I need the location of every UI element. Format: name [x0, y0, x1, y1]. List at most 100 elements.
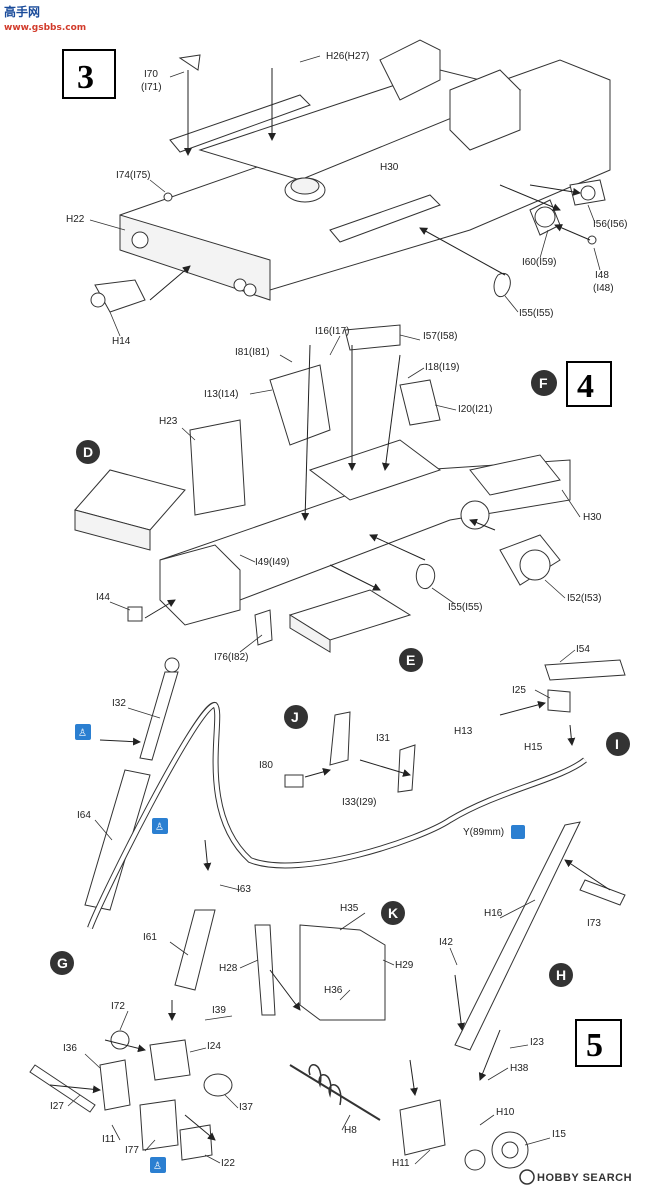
label-I13: I13(I14)	[204, 389, 238, 400]
callout-F	[531, 370, 557, 396]
label-I77: I77	[125, 1145, 139, 1156]
label-I15: I15	[552, 1129, 566, 1140]
label-H8: H8	[344, 1125, 357, 1136]
label-H28: H28	[219, 963, 238, 974]
label-I22: I22	[221, 1158, 235, 1169]
svg-text:♙: ♙	[78, 728, 87, 739]
step-3-labels: I70 (I71) H26(H27) I74(I75) H30 H22 I56(…	[66, 51, 627, 347]
label-H36: H36	[324, 985, 343, 996]
label-H30b: H30	[583, 512, 602, 523]
label-I52: I52(I53)	[567, 593, 601, 604]
step-5: 5 J I K G H ♙ ♙ ♙	[29, 644, 630, 1173]
frame-rear-drawing	[74, 324, 571, 653]
label-I63: I63	[237, 884, 251, 895]
label-I11: I11	[102, 1134, 116, 1145]
svg-text:高手网: 高手网	[4, 4, 40, 19]
chassis-frame-drawing	[90, 39, 611, 313]
label-I49: I49(I49)	[255, 557, 289, 568]
label-I60: I60(I59)	[522, 257, 556, 268]
cement-icon: ♙	[152, 818, 168, 834]
label-H35: H35	[340, 903, 359, 914]
label-H13: H13	[454, 726, 473, 737]
label-I39: I39	[212, 1005, 226, 1016]
label-I72: I72	[111, 1001, 125, 1012]
label-I80: I80	[259, 760, 273, 771]
label-I32: I32	[112, 698, 126, 709]
label-I73: I73	[587, 918, 601, 929]
label-I81: I81(I81)	[235, 347, 269, 358]
label-H26: H26(H27)	[326, 51, 369, 62]
svg-text:E: E	[406, 652, 415, 668]
step-4: 4 F	[74, 324, 612, 672]
label-I31: I31	[376, 733, 390, 744]
step-5-box	[575, 1019, 622, 1067]
svg-text:J: J	[291, 709, 299, 725]
step-3: 3	[62, 39, 627, 347]
svg-text:♙: ♙	[155, 822, 164, 833]
callout-D	[76, 440, 100, 464]
hobby-search-watermark: HOBBY SEARCH	[519, 1169, 632, 1185]
svg-text:HOBBY SEARCH: HOBBY SEARCH	[537, 1172, 632, 1184]
label-I71: (I71)	[141, 82, 162, 93]
svg-text:www.gsbbs.com: www.gsbbs.com	[4, 23, 86, 33]
label-H16: H16	[484, 908, 503, 919]
label-I25: I25	[512, 685, 526, 696]
callout-E	[399, 648, 423, 672]
label-I16: I16(I17)	[315, 326, 349, 337]
step-3-box	[62, 49, 116, 99]
label-I37: I37	[239, 1102, 253, 1113]
cement-icon: ♙	[75, 724, 91, 740]
step-5-number: 5	[586, 1027, 603, 1064]
svg-text:K: K	[388, 905, 398, 921]
cement-icon: ♙	[150, 1157, 166, 1173]
label-I76: I76(I82)	[214, 652, 248, 663]
label-I55b: I55(I55)	[448, 602, 482, 613]
label-H30: H30	[380, 162, 399, 173]
label-I74: I74(I75)	[116, 170, 150, 181]
step-3-number: 3	[77, 59, 94, 96]
step-4-labels: I16(I17) I57(I58) I81(I81) I18(I19) I13(…	[96, 326, 602, 663]
label-H10: H10	[496, 1107, 515, 1118]
svg-text:F: F	[539, 375, 548, 391]
label-I48b: (I48)	[593, 283, 614, 294]
label-I33: I33(I29)	[342, 797, 376, 808]
svg-text:D: D	[83, 444, 93, 460]
label-I57: I57(I58)	[423, 331, 457, 342]
label-H11: H11	[392, 1158, 410, 1169]
label-I27: I27	[50, 1101, 64, 1112]
label-I61: I61	[143, 932, 157, 943]
label-H23: H23	[159, 416, 178, 427]
svg-text:I: I	[615, 736, 619, 752]
step-4-box	[566, 361, 612, 407]
label-I70: I70	[144, 69, 158, 80]
step-5-parts-drawing	[29, 657, 626, 1171]
callout-H	[549, 963, 573, 987]
callout-K	[381, 901, 405, 925]
label-H22: H22	[66, 214, 85, 225]
label-Y: Y(89mm)	[463, 827, 504, 838]
callout-I	[606, 732, 630, 756]
label-I18: I18(I19)	[425, 362, 459, 373]
callout-J	[284, 705, 308, 729]
label-H15: H15	[524, 742, 543, 753]
label-I56: I56(I56)	[593, 219, 627, 230]
label-I23: I23	[530, 1037, 544, 1048]
label-I55: I55(I55)	[519, 308, 553, 319]
wire-icon	[511, 825, 525, 839]
label-I42: I42	[439, 937, 453, 948]
label-I54: I54	[576, 644, 590, 655]
svg-text:H: H	[556, 967, 566, 983]
label-H14: H14	[112, 336, 131, 347]
svg-text:♙: ♙	[153, 1161, 162, 1172]
label-I24: I24	[207, 1041, 221, 1052]
label-I48: I48	[595, 270, 609, 281]
label-H38: H38	[510, 1063, 529, 1074]
callout-G	[50, 951, 74, 975]
label-I36: I36	[63, 1043, 77, 1054]
label-I64: I64	[77, 810, 91, 821]
label-I44: I44	[96, 592, 110, 603]
label-I20: I20(I21)	[458, 404, 492, 415]
site-watermark: 高手网 www.gsbbs.com	[4, 4, 86, 33]
svg-text:G: G	[57, 955, 68, 971]
